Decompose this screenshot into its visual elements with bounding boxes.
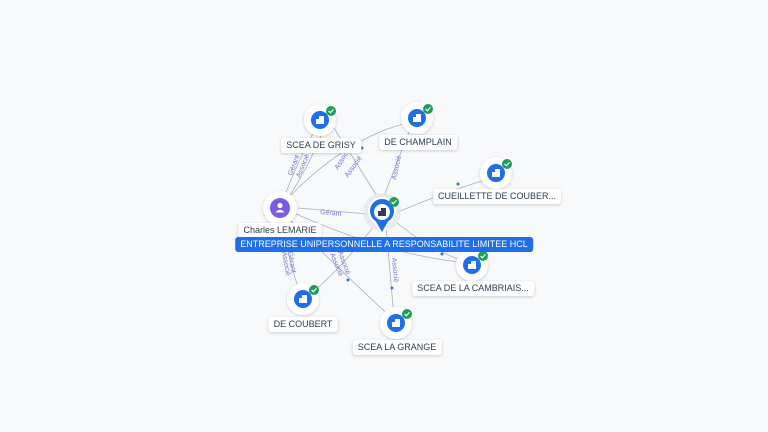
edge-label-gerant-3: Gérant — [286, 251, 297, 273]
arrow-dot — [346, 278, 350, 282]
building-icon — [378, 208, 386, 216]
building-icon — [413, 114, 421, 122]
arrow-dot — [440, 252, 444, 256]
center-node[interactable] — [363, 193, 401, 236]
edge-label-associe-6: Associé — [280, 251, 291, 276]
person-node-charles-lemarie[interactable] — [263, 191, 297, 225]
verified-check-icon — [389, 197, 399, 207]
verified-check-icon — [423, 104, 433, 114]
building-icon — [492, 169, 500, 177]
node-label-charles-lemarie[interactable]: Charles LEMARIE — [238, 223, 322, 238]
building-icon — [299, 295, 307, 303]
verified-check-icon — [402, 309, 412, 319]
edge-label-associe-4: Associé — [391, 155, 403, 181]
edge-label-associe-5: Associé — [390, 258, 399, 283]
verified-check-icon — [326, 106, 336, 116]
person-icon — [275, 202, 285, 213]
node-label-scea-de-la-cambriais[interactable]: SCEA DE LA CAMBRIAIS... — [412, 281, 534, 296]
building-icon — [392, 319, 400, 327]
arrow-dot — [390, 286, 394, 290]
verified-check-icon — [478, 251, 488, 261]
verified-check-icon — [309, 285, 319, 295]
center-node-label[interactable]: ENTREPRISE UNIPERSONNELLE A RESPONSABILI… — [235, 237, 533, 252]
company-node-de-champlain[interactable] — [401, 102, 433, 134]
company-node-scea-de-grisy[interactable] — [304, 104, 336, 136]
node-label-scea-de-grisy[interactable]: SCEA DE GRISY — [281, 138, 361, 153]
company-node-scea-la-grange[interactable] — [380, 307, 412, 339]
building-icon — [316, 116, 324, 124]
verified-check-icon — [502, 159, 512, 169]
node-label-cueillette-de-coubert[interactable]: CUEILLETTE DE COUBER... — [432, 189, 562, 204]
arrow-dot — [456, 182, 460, 186]
company-node-de-coubert[interactable] — [287, 283, 319, 315]
node-label-scea-la-grange[interactable]: SCEA LA GRANGE — [352, 340, 442, 355]
arrow-dot — [360, 146, 364, 150]
node-label-de-champlain[interactable]: DE CHAMPLAIN — [379, 135, 457, 150]
node-label-de-coubert[interactable]: DE COUBERT — [268, 317, 338, 332]
edge-label-gerant-1: Gérant — [320, 209, 342, 218]
edge-arrows — [346, 144, 460, 290]
edge-person-center — [297, 207, 369, 215]
edge-center-grisy — [329, 121, 379, 199]
building-icon — [468, 261, 476, 269]
company-node-cueillette-de-coubert[interactable] — [480, 157, 512, 189]
company-node-scea-de-la-cambriais[interactable] — [456, 249, 488, 281]
